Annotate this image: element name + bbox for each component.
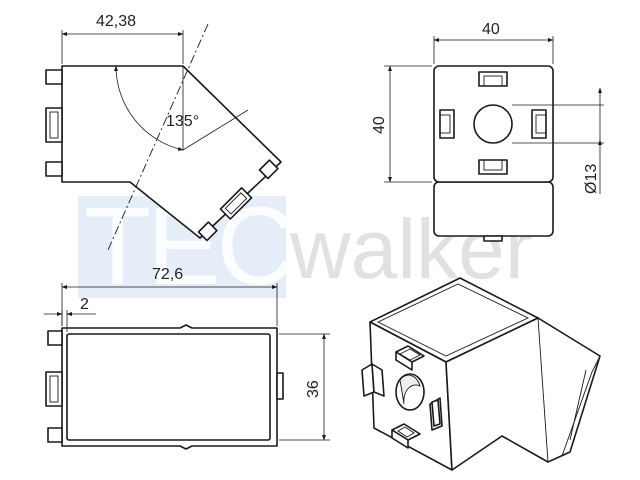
angle-arc	[114, 65, 184, 151]
end-clip-left	[439, 109, 455, 139]
iso-angled-arm	[445, 317, 601, 471]
dim-40-height-label: 40	[371, 116, 388, 134]
side-view-inner	[66, 333, 271, 441]
clip-angled-3	[197, 221, 218, 242]
center-hole	[473, 104, 513, 144]
end-view-back	[433, 181, 554, 237]
side-clip-left-3	[47, 427, 63, 443]
dim-2-label: 2	[80, 296, 89, 313]
side-clip-left-2	[45, 371, 63, 407]
clip-left-1	[45, 69, 63, 85]
iso-clip-top	[395, 345, 425, 371]
top-view: 135° 42,38	[45, 13, 282, 251]
clip-left-3	[45, 161, 63, 177]
dim-40-width-label: 40	[482, 21, 500, 38]
dim-42-label: 42,38	[96, 13, 136, 30]
iso-clip-right	[429, 397, 443, 431]
dim-36-label: 36	[305, 380, 322, 398]
angle-label: 135°	[166, 113, 199, 130]
dim-72-label: 72,6	[152, 266, 183, 283]
side-clip-right	[276, 372, 284, 400]
clip-angled-1	[258, 159, 279, 180]
end-clip-top	[478, 71, 508, 87]
side-view: 72,6 2 36	[44, 266, 330, 450]
side-clip-left-1	[47, 330, 63, 346]
end-clip-bottom	[478, 159, 508, 175]
end-clip-right	[531, 109, 547, 139]
isometric-view	[361, 277, 601, 471]
iso-clip-left	[361, 363, 385, 397]
dim-hole-label: Ø13	[583, 164, 600, 194]
clip-left-2	[45, 107, 63, 143]
end-view-bottom-tab	[483, 235, 503, 242]
end-view: 40 40 Ø13	[371, 21, 604, 242]
iso-clip-bottom	[391, 423, 421, 449]
